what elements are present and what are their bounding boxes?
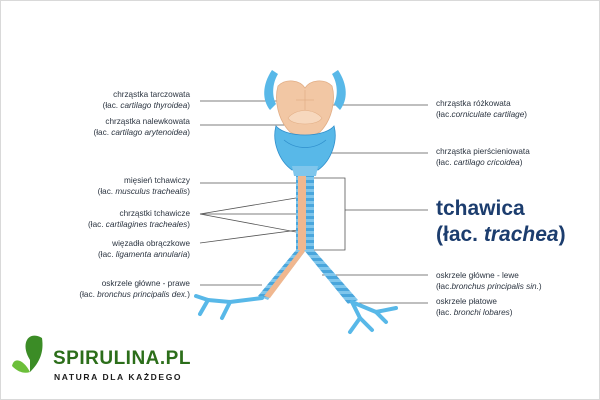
- label-arytenoid: chrząstka nalewkowata (łac. cartilago ar…: [93, 117, 191, 137]
- title-main: tchawica: [436, 197, 525, 220]
- branches-left: [348, 300, 398, 334]
- label-tracheal-cartilages: chrząstki tchawicze (łac. cartilagines t…: [88, 209, 190, 229]
- title-latin: (łac. trachea): [436, 223, 566, 246]
- leader-lines-left: [199, 100, 300, 286]
- label-annular-ligaments: więzadła obrączkowe (łac. ligamenta annu…: [98, 239, 190, 259]
- logo-leaf-icon: [25, 335, 43, 372]
- label-trachealis-muscle: mięsień tchawiczy (łac. musculus trachea…: [97, 176, 190, 196]
- bronchus-right-muscle: [264, 250, 306, 298]
- label-bronchus-right: oskrzele główne - prawe (łac. bronchus p…: [79, 279, 190, 299]
- thyroid-horn-left: [264, 70, 278, 110]
- label-lobar-bronchi: oskrzele płatowe (łac. bronchi lobares): [436, 297, 513, 317]
- leader-lines-right: [310, 104, 428, 304]
- arytenoid-cartilage: [287, 110, 323, 125]
- cricoid-cartilage: [274, 125, 336, 171]
- trachealis-muscle: [298, 176, 306, 250]
- bronchus-left: [304, 250, 358, 304]
- logo-wordmark: SPIRULINA.PL: [53, 348, 191, 369]
- cricoid-lower: [292, 166, 318, 176]
- branches-right: [194, 294, 264, 320]
- label-cricoid: chrząstka pierścieniowata (łac. cartilag…: [436, 147, 530, 167]
- label-thyroid: chrząstka tarczowata (łac. cartilago thy…: [102, 90, 190, 110]
- diagram-title: tchawica (łac. trachea): [436, 196, 566, 248]
- label-corniculate: chrząstka różkowata (łac.corniculate car…: [436, 99, 528, 119]
- thyroid-horn-right: [332, 70, 346, 110]
- label-bronchus-left: oskrzele główne - lewe (łac.bronchus pri…: [436, 271, 542, 291]
- logo-slogan: NATURA DLA KAŻDEGO: [54, 372, 183, 382]
